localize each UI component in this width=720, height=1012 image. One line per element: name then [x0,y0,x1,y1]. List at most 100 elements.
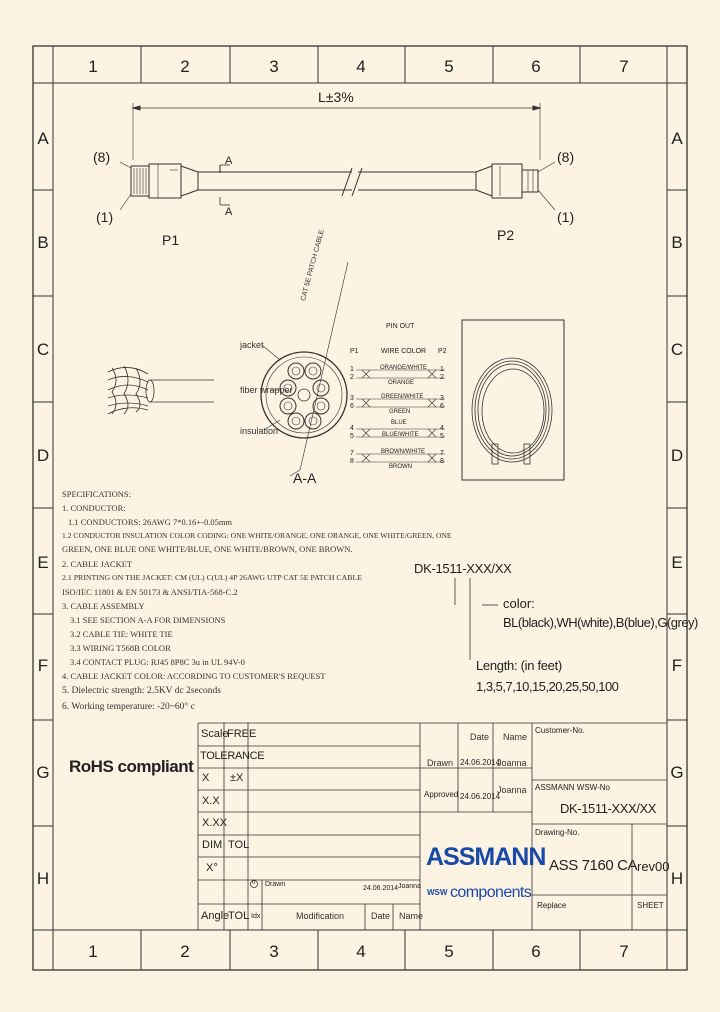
part-code: DK-1511-XXX/XX [414,561,512,576]
callout-fiber-wrapper: fiber wrapper [240,385,293,395]
revision-idx-header: Idx [251,913,261,920]
row-letter: D [36,446,50,465]
color-values: BL(black),WH(white),B(blue),G(grey) [503,615,698,630]
tol-row-value: TOL [228,910,250,922]
pinout-pin: 2 [440,374,444,381]
column-number: 7 [619,942,629,961]
drawing-no: ASS 7160 CA [549,857,638,874]
cross-section-aa [260,261,349,477]
revision-name-header: Name [399,911,424,921]
row-letter: G [36,763,50,782]
tol-row-key: X° [206,862,218,874]
drawn-date: 24.06.2014 [460,758,501,767]
tol-row-key: X [202,772,210,784]
column-number: 6 [531,57,541,76]
pinout-wire-color: ORANGE [388,380,415,386]
column-number: 6 [531,942,541,961]
pinout-pin: 8 [440,458,444,465]
spec-line: 3.4 CONTACT PLUG: RJ45 8P8C 3u in UL 94V… [70,657,245,667]
section-mark-top: A [225,155,233,167]
section-aa-label: A-A [293,470,317,486]
plug-p2-label: P2 [497,227,515,243]
tol-row-key: DIM [202,839,223,851]
pinout-pin: 6 [440,403,444,410]
column-dividers [140,46,581,970]
column-number: 3 [269,942,279,961]
spec-line: SPECIFICATIONS: [62,489,131,499]
spec-line: 3.2 CABLE TIE: WHITE TIE [70,629,173,639]
column-number: 1 [88,942,98,961]
row-letter: H [670,869,684,888]
revision-date-header: Date [371,911,391,921]
row-letter: A [671,129,683,148]
spec-line: 5. Dielectric strength: 2.5KV dc 2second… [62,686,221,696]
column-number: 3 [269,57,279,76]
pin-1-label-right: (1) [557,209,575,225]
column-number: 5 [444,57,454,76]
column-number: 4 [356,942,366,961]
row-letter: B [37,233,49,252]
scale-value: FREE [227,728,257,740]
logo-wsw-text: WSW [427,888,448,897]
date-header: Date [470,732,490,742]
stripped-cable-illustration [107,365,214,415]
scale-label: Scale [201,728,229,740]
revision-entry: Drawn [265,881,286,888]
tol-row-value: ±X [230,772,244,784]
assmann-no-label: ASSMANN WSW-No [535,783,610,792]
pinout-header-p2: P2 [438,348,447,355]
column-number: 2 [180,57,190,76]
pinout-wiring [356,369,445,463]
row-letter: C [670,340,684,359]
revision: rev00 [637,859,670,874]
tolerance-label: TOLERANCE [200,750,265,762]
row-letter: E [37,553,49,572]
pinout-header-p1: P1 [350,348,359,355]
callout-insulation: insulation [240,426,279,436]
tol-row-key: X.X [202,795,220,807]
revision-date: 24.06.2014 [363,885,399,892]
logo-assmann-text: ASSMANN [426,843,546,871]
pinout-wire-color: BROWN [389,464,412,470]
pinout-pin: 3 [350,395,354,402]
assmann-logo: ASSMANN WSW components [424,842,546,910]
pinout-pin: 6 [350,403,354,410]
length-label: Length: (in feet) [476,658,562,673]
tol-row-key: Angle [201,910,230,922]
spec-line: ISO/IEC 11801 & EN 50173 & ANSI/TIA-568-… [62,587,238,597]
drawing-no-label: Drawing-No. [535,828,580,837]
rohs-label: RoHS compliant [69,757,194,776]
spec-line: 3.3 WIRING T568B COLOR [70,643,171,653]
row-letter: F [37,656,49,675]
drawn-name: Joanna [497,758,527,768]
replace-label: Replace [537,901,567,910]
pinout-pin: 4 [440,425,444,432]
pinout-header-wire: WIRE COLOR [381,348,427,355]
pin-8-label-right: (8) [557,149,575,165]
spec-line: 1. CONDUCTOR: [62,503,126,513]
length-dimension-label: L±3% [318,89,354,105]
approved-date: 24.06.2014 [460,792,501,801]
approved-label: Approved [424,790,459,799]
color-label: color: [503,596,535,611]
coiled-cable-illustration [461,319,565,481]
row-letter: C [36,340,50,359]
revision-marker: 0 [252,880,256,886]
approved-name: Joanna [497,785,527,795]
row-dividers [33,189,687,827]
row-letter: D [670,446,684,465]
customer-no-label: Customer-No. [535,726,585,735]
plug-p1-label: P1 [162,232,180,248]
column-number: 1 [88,57,98,76]
sheet-label: SHEET [637,901,664,910]
row-letter: G [670,763,684,782]
pinout-wire-color: GREEN/WHITE [381,394,424,400]
length-values: 1,3,5,7,10,15,20,25,50,100 [476,679,619,694]
cable-assembly-drawing [119,103,556,211]
part-code-leaders [454,578,498,660]
pinout-wire-color: GREEN [389,409,411,415]
row-letter: A [37,129,49,148]
pinout-pin: 7 [350,450,354,457]
column-number: 2 [180,942,190,961]
